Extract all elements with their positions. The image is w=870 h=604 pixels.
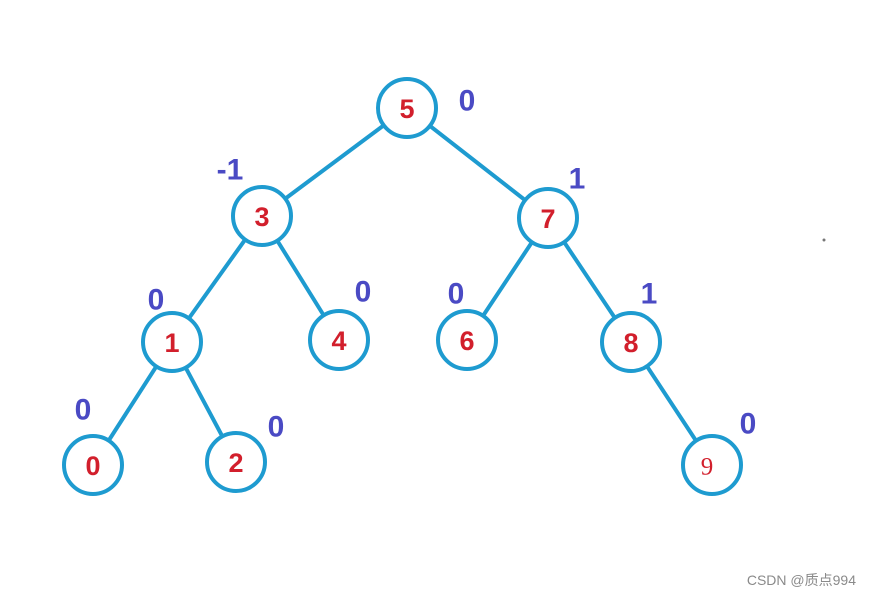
node-label: 5: [399, 94, 414, 124]
balance-factor-9: 0: [740, 408, 757, 441]
node-label: 8: [623, 328, 638, 358]
node-circle: [62, 434, 124, 496]
balance-factor-6: 0: [448, 278, 465, 311]
node-9: 9: [681, 434, 743, 496]
balance-factor-5: 0: [459, 85, 476, 118]
node-circle: [308, 309, 370, 371]
balance-factor-3: -1: [217, 154, 244, 187]
watermark: CSDN @质点994: [746, 572, 856, 588]
node-6: 6: [436, 309, 498, 371]
node-0: 0: [62, 434, 124, 496]
node-label: 1: [164, 328, 179, 358]
balance-factor-7: 1: [569, 163, 586, 196]
node-label: 2: [228, 448, 243, 478]
node-label: 3: [254, 202, 269, 232]
edges: [91, 106, 714, 467]
node-5: 5: [376, 77, 438, 139]
balance-factors: 0 -1 1 0 0 0 1 0 0 0: [75, 85, 757, 444]
stray-dot: [822, 238, 826, 242]
node-circle: [231, 185, 293, 247]
node-label: 9: [701, 454, 714, 481]
node-label: 4: [331, 326, 346, 356]
balance-factor-1: 0: [148, 284, 165, 317]
node-circle: [517, 187, 579, 249]
node-7: 7: [517, 187, 579, 249]
node-label: 6: [459, 326, 474, 356]
balance-factor-8: 1: [641, 278, 658, 311]
balance-factor-0: 0: [75, 394, 92, 427]
node-3: 3: [231, 185, 293, 247]
balance-factor-4: 0: [355, 276, 372, 309]
balance-factor-2: 0: [268, 411, 285, 444]
node-circle: [436, 309, 498, 371]
node-label: 0: [85, 451, 100, 481]
node-circle: [600, 311, 662, 373]
node-circle: [681, 434, 743, 496]
node-8: 8: [600, 311, 662, 373]
node-1: 1: [141, 311, 203, 373]
node-circle: [141, 311, 203, 373]
node-label: 7: [540, 204, 555, 234]
node-4: 4: [308, 309, 370, 371]
node-circle: [376, 77, 438, 139]
node-2: 2: [205, 431, 267, 493]
node-circle: [205, 431, 267, 493]
